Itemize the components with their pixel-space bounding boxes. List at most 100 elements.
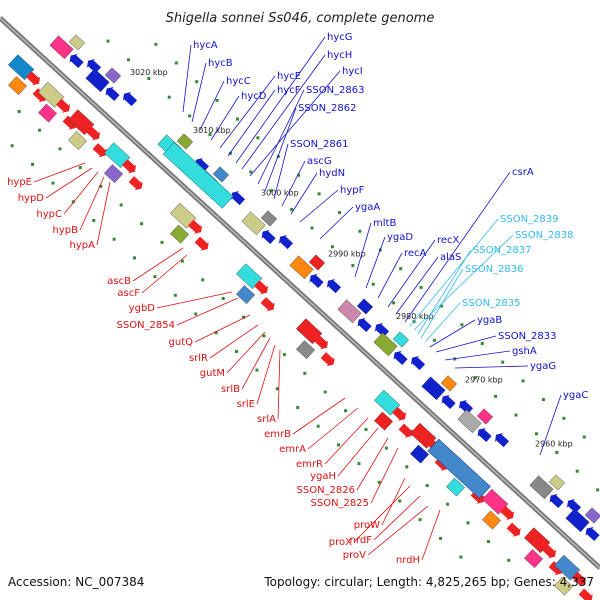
gc-dot [399,267,403,271]
label-leader-line [324,417,369,465]
label-leader-line [354,222,372,278]
gc-dot [432,338,436,342]
gene-block-reverse [337,299,362,324]
label-leader-line [381,477,406,526]
gene-label-forward: nrdH [396,555,420,566]
tick-label: 3010 kbp [193,126,231,135]
gene-arrow-reverse [549,493,564,509]
gene-arrow-reverse [230,190,246,206]
gene-arrow-reverse [86,58,102,74]
tick-label: 2970 kbp [465,375,503,384]
gc-dot [147,76,151,80]
gc-dot [377,480,381,484]
gc-dot [119,203,123,207]
gene-label-forward: hypB [53,225,79,236]
gene-arrow-forward [314,335,329,350]
gc-dot [337,443,341,447]
gc-dot [160,240,164,244]
gene-label-forward: hypE [7,177,32,188]
gene-label-reverse: SSON_2861 [290,139,349,150]
label-leader-line [156,291,233,309]
gene-arrow-forward [572,571,587,586]
gc-dot [262,334,266,338]
gc-dot [297,173,301,177]
label-leader-line [277,349,281,420]
gene-arrow-forward [26,71,41,86]
label-leader-line [404,171,511,323]
gc-dot [494,394,498,398]
gene-block-reverse [241,211,266,236]
gene-label-reverse: hycI [342,66,363,77]
gene-arrow-forward [506,522,521,537]
gene-arrow-forward [392,406,407,421]
gene-label-reverse: ygaB [477,315,502,326]
gene-label-forward: srlA [257,414,276,425]
label-leader-line [176,297,239,326]
gene-label-forward: SSON_2825 [311,498,370,509]
gene-block-reverse [440,375,458,392]
gene-label-reverse: hypF [340,185,365,196]
label-leader-line [435,335,497,353]
gene-label-forward: ascF [117,288,140,299]
gene-label-reverse: hycF [277,85,301,96]
label-leader-line [264,107,297,192]
gc-dot [418,518,422,522]
gc-dot [521,379,525,383]
gene-block-reverse [49,35,74,60]
gene-block-forward [68,131,88,151]
gene-label-forward: emrB [264,429,291,440]
gene-block-reverse [476,408,494,425]
gene-arrow-reverse [122,91,138,107]
gene-label-forward: proV [343,550,366,561]
gene-arrow-forward [188,219,203,234]
gc-dot [282,353,286,357]
label-leader-line [444,350,511,361]
label-leader-line [395,256,439,315]
gc-dot [112,237,116,241]
label-leader-line [235,36,326,164]
gc-dot [92,219,96,223]
gene-label-reverse: ygaA [355,202,380,213]
gc-dot [38,128,42,132]
gene-label-reverse: hycA [193,40,218,51]
label-leader-line [63,171,99,215]
gene-label-reverse: hydN [319,168,345,179]
gc-dot [562,416,566,420]
gc-dot [398,499,402,503]
gc-dot [31,162,35,166]
gene-arrow-forward [548,561,563,576]
gc-dot [78,166,82,170]
gene-block-reverse [584,507,600,524]
gene-arrow-forward [32,88,47,103]
gene-label-forward: ascB [107,276,131,287]
gc-dot [214,331,218,335]
gc-dot [180,259,184,263]
gene-label-forward: emrR [296,459,323,470]
label-leader-line [227,89,276,157]
label-leader-line [377,252,403,299]
gene-arrow-forward [56,98,71,113]
gene-label-reverse: SSON_2835 [462,298,521,309]
gc-dot [310,226,314,230]
gc-dot [235,117,239,121]
gc-dot [596,488,600,492]
gc-dot [215,98,219,102]
gene-label-forward: srlE [237,399,255,410]
gc-dot [255,368,259,372]
gene-arrow-reverse [458,399,474,415]
label-leader-line [367,505,429,556]
gene-features-layer [8,34,600,600]
gene-block-reverse [260,210,278,227]
gene-arrow-reverse [194,157,210,173]
gc-dot [303,371,307,375]
gc-dot [296,406,300,410]
label-leader-line [299,189,339,223]
label-leader-line [33,162,86,183]
label-leader-line [141,254,188,294]
gene-label-forward: SSON_2826 [297,485,356,496]
label-leader-line [249,70,341,177]
gene-block-forward [170,224,190,244]
gc-dot [466,521,470,525]
gc-dot [58,147,62,151]
